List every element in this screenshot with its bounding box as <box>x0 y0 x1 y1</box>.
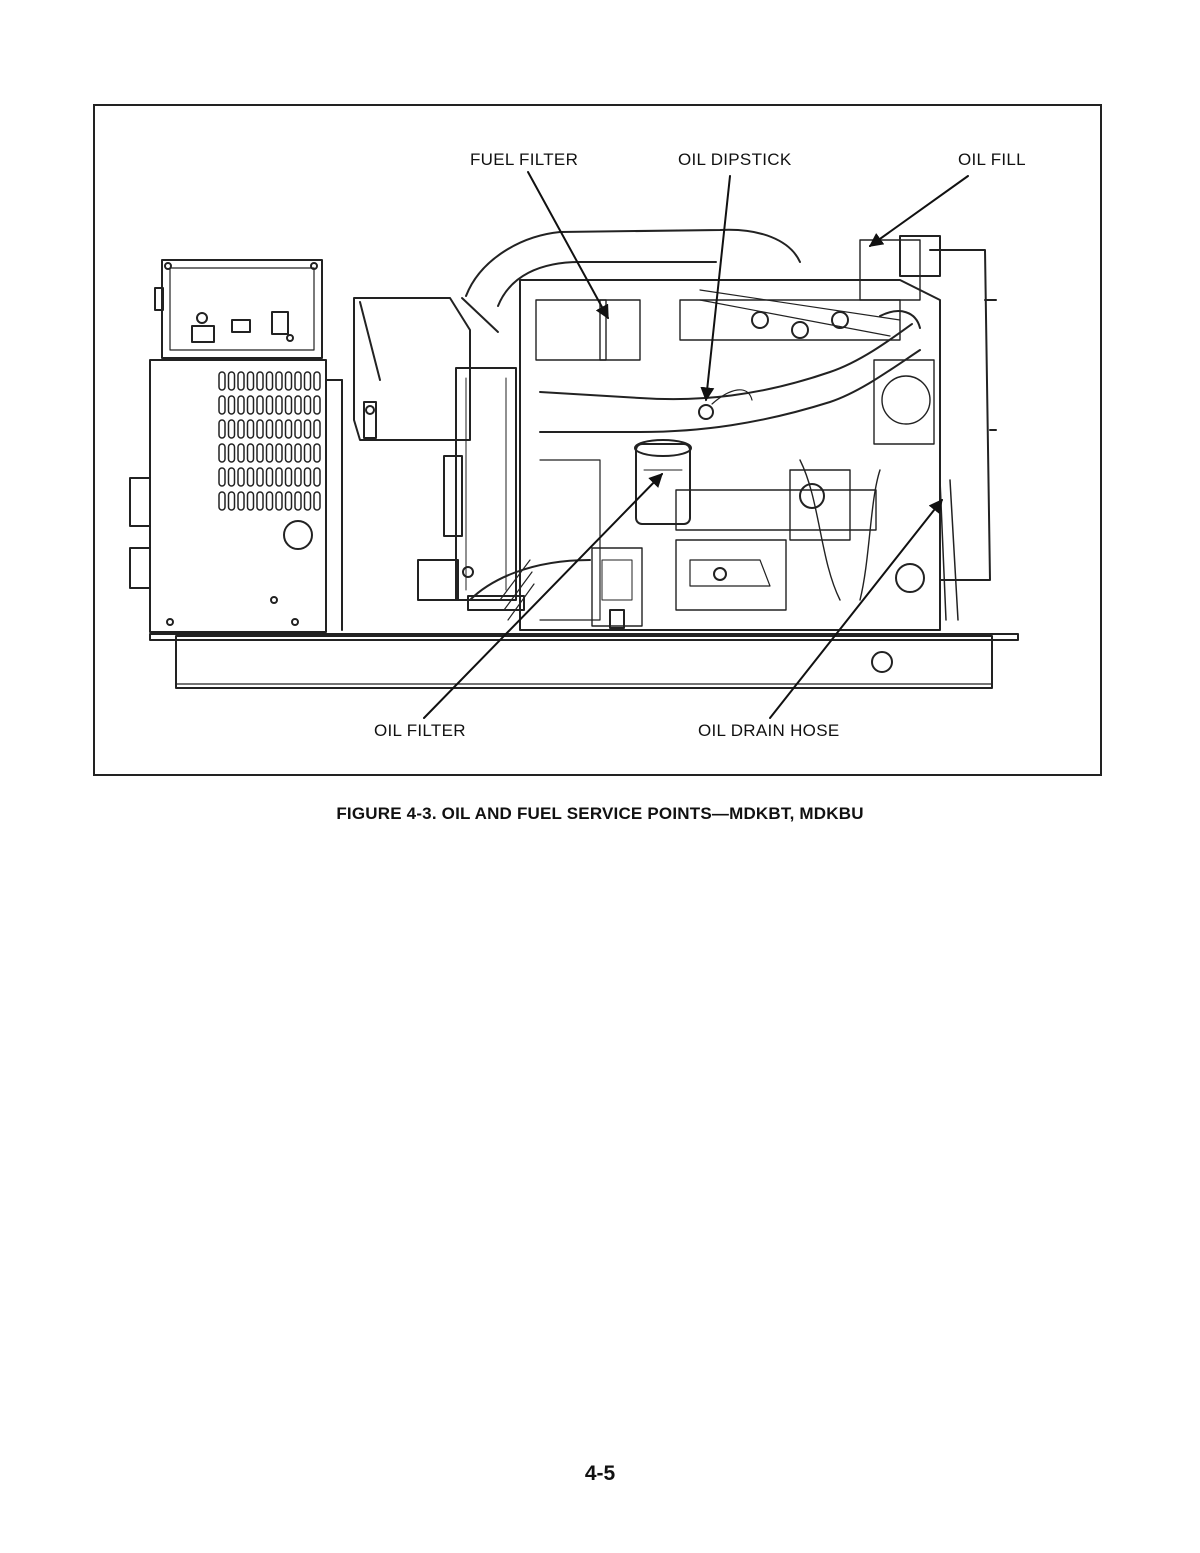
oil-filter-canister <box>634 439 692 525</box>
louvre-slot <box>237 371 245 391</box>
louvre-slot <box>256 419 264 439</box>
oil-filter-label: OIL FILTER <box>374 721 466 740</box>
louvre-slot <box>265 467 274 487</box>
louvre-slot <box>227 371 236 391</box>
fuel-filter-leader <box>527 171 609 320</box>
louvre-slot <box>275 491 283 511</box>
louvre-slot <box>303 443 312 463</box>
louvre-slot <box>237 443 245 463</box>
control-box <box>154 259 323 359</box>
louvre-slot <box>246 467 255 487</box>
louvre-slot <box>256 443 264 463</box>
louvre-slot <box>275 395 283 415</box>
louvre-slot <box>246 443 255 463</box>
louvre-slot <box>284 371 293 391</box>
louvre-slot <box>246 371 255 391</box>
louvre-slot <box>218 467 226 487</box>
figure-frame <box>93 104 1102 776</box>
enclosure-louvres <box>218 371 321 511</box>
heat-exchanger <box>417 367 535 621</box>
engine-block <box>519 235 997 631</box>
louvre-slot <box>218 443 226 463</box>
louvre-slot <box>218 419 226 439</box>
louvre-slot <box>313 443 321 463</box>
louvre-slot <box>227 419 236 439</box>
louvre-slot <box>313 419 321 439</box>
louvre-slot <box>246 491 255 511</box>
louvre-slot <box>275 419 283 439</box>
louvre-slot <box>275 443 283 463</box>
louvre-slot <box>284 419 293 439</box>
louvre-slot <box>256 491 264 511</box>
louvre-slot <box>237 419 245 439</box>
louvre-slot <box>265 419 274 439</box>
louvre-slot <box>227 443 236 463</box>
leader-lines <box>423 171 969 719</box>
generator-drawing <box>129 171 1019 719</box>
oil-drain-hose-label: OIL DRAIN HOSE <box>698 721 840 740</box>
louvre-slot <box>265 371 274 391</box>
louvre-slot <box>256 371 264 391</box>
louvre-slot <box>313 371 321 391</box>
louvre-slot <box>284 395 293 415</box>
louvre-slot <box>275 371 283 391</box>
louvre-slot <box>294 467 302 487</box>
louvre-slot <box>313 491 321 511</box>
figure-caption: FIGURE 4-3. OIL AND FUEL SERVICE POINTS—… <box>336 804 864 823</box>
page-number: 4-5 <box>584 1462 616 1485</box>
oil-dipstick-leader <box>700 175 731 402</box>
fuel-filter-label: FUEL FILTER <box>470 150 579 169</box>
louvre-slot <box>227 395 236 415</box>
louvre-slot <box>218 371 226 391</box>
louvre-slot <box>265 443 274 463</box>
louvre-slot <box>303 491 312 511</box>
oil-drain-hose-leader <box>769 498 943 719</box>
louvre-slot <box>284 467 293 487</box>
louvre-slot <box>294 491 302 511</box>
louvre-slot <box>294 443 302 463</box>
louvre-slot <box>313 395 321 415</box>
louvre-slot <box>294 419 302 439</box>
louvre-slot <box>237 491 245 511</box>
louvre-slot <box>275 467 283 487</box>
louvre-slot <box>237 395 245 415</box>
louvre-slot <box>294 395 302 415</box>
oil-filter-leader <box>423 472 663 719</box>
air-cleaner <box>353 297 471 441</box>
oil-fill-label: OIL FILL <box>958 150 1026 169</box>
louvre-slot <box>265 491 274 511</box>
louvre-slot <box>227 467 236 487</box>
louvre-slot <box>284 443 293 463</box>
louvre-slot <box>284 491 293 511</box>
louvre-slot <box>218 395 226 415</box>
louvre-slot <box>313 467 321 487</box>
louvre-slot <box>256 395 264 415</box>
base-skid <box>149 633 1019 689</box>
louvre-slot <box>303 419 312 439</box>
louvre-slot <box>246 419 255 439</box>
intake-tubes <box>461 228 921 601</box>
louvre-slot <box>294 371 302 391</box>
louvre-slot <box>256 467 264 487</box>
oil-fill-leader <box>868 175 969 247</box>
dipstick-ring <box>698 389 753 420</box>
oil-dipstick-label: OIL DIPSTICK <box>678 150 792 169</box>
louvre-slot <box>303 371 312 391</box>
generator-enclosure <box>129 359 343 633</box>
louvre-slot <box>237 467 245 487</box>
louvre-slot <box>218 491 226 511</box>
louvre-slot <box>303 467 312 487</box>
louvre-slot <box>303 395 312 415</box>
louvre-slot <box>227 491 236 511</box>
louvre-slot <box>246 395 255 415</box>
louvre-slot <box>265 395 274 415</box>
